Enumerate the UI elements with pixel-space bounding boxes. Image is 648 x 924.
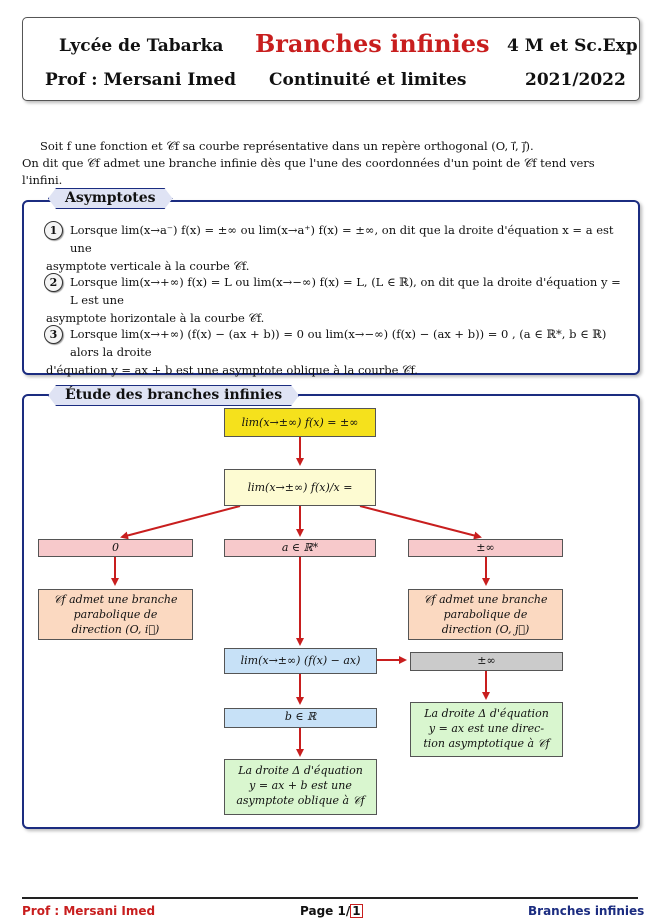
node-line: y = ax + b est une — [249, 779, 352, 792]
item-number-badge: 2 — [44, 273, 63, 292]
item-line-1: Lorsque lim(x→+∞) (f(x) − (ax + b)) = 0 … — [70, 327, 607, 359]
footer-teacher: Prof : Mersani Imed — [22, 904, 156, 918]
footer-page: Page 1/1 — [300, 904, 363, 918]
asymptote-item-2: 2 Lorsque lim(x→+∞) f(x) = L ou lim(x→−∞… — [44, 273, 628, 327]
page-label: Page 1/ — [300, 904, 351, 918]
intro-line-2: On dit que 𝒞f admet une branche infinie … — [22, 156, 595, 187]
node-line: y = ax est une direc- — [428, 722, 545, 735]
footer-rule — [22, 897, 638, 899]
footer-topic: Branches infinies — [528, 904, 645, 918]
teacher-name: Prof : Mersani Imed — [45, 70, 237, 90]
asymptotes-heading: Asymptotes — [48, 188, 173, 209]
node-branche-j: 𝒞f admet une branche parabolique de dire… — [408, 589, 563, 640]
intro-paragraph: Soit f une fonction et 𝒞f sa courbe repr… — [22, 138, 632, 189]
node-limit-f: lim(x→±∞) f(x) = ±∞ — [224, 408, 376, 437]
asymptotes-box — [22, 200, 640, 375]
chapter-name: Continuité et limites — [269, 70, 467, 90]
node-ratio-real: a ∈ ℝ* — [224, 539, 376, 557]
item-line-1: Lorsque lim(x→+∞) f(x) = L ou lim(x→−∞) … — [70, 275, 621, 307]
node-limit-ratio: lim(x→±∞) f(x)/x = — [224, 469, 376, 506]
node-line: asymptote oblique à 𝒞f — [236, 794, 365, 807]
intro-line-1: Soit f une fonction et 𝒞f sa courbe repr… — [40, 139, 534, 153]
header-box: Lycée de Tabarka Branches infinies 4 M e… — [22, 17, 640, 101]
item-line-2: asymptote horizontale à la courbe 𝒞f. — [46, 311, 265, 325]
node-line: parabolique de — [73, 608, 158, 621]
item-line-2: d'équation y = ax + b est une asymptote … — [46, 363, 418, 377]
arrow-n2-n3c — [359, 505, 482, 540]
node-asymptote-oblique: La droite Δ d'équation y = ax + b est un… — [224, 759, 377, 815]
node-line: La droite Δ d'équation — [424, 707, 549, 720]
node-direction-asymptotique: La droite Δ d'équation y = ax est une di… — [410, 702, 563, 757]
node-ratio-zero: 0 — [38, 539, 193, 557]
class-levels: 4 M et Sc.Exp — [507, 36, 638, 56]
node-b-real: b ∈ ℝ — [224, 708, 377, 728]
item-line-2: asymptote verticale à la courbe 𝒞f. — [46, 259, 250, 273]
node-branche-i: 𝒞f admet une branche parabolique de dire… — [38, 589, 193, 640]
document-title: Branches infinies — [255, 29, 490, 58]
node-line: direction (O, i⃗) — [71, 623, 160, 636]
node-line: 𝒞f admet une branche — [53, 593, 178, 606]
node-line: 𝒞f admet une branche — [423, 593, 548, 606]
node-line: direction (O, j⃗) — [441, 623, 530, 636]
item-number-badge: 3 — [44, 325, 63, 344]
item-line-1: Lorsque lim(x→a⁻) f(x) = ±∞ ou lim(x→a⁺)… — [70, 223, 614, 255]
node-limit-f-minus-ax: lim(x→±∞) (f(x) − ax) — [224, 648, 377, 674]
school-name: Lycée de Tabarka — [59, 36, 224, 56]
page-current[interactable]: 1 — [350, 904, 363, 918]
etude-heading: Étude des branches infinies — [48, 385, 299, 406]
node-line: La droite Δ d'équation — [238, 764, 363, 777]
node-line: parabolique de — [443, 608, 528, 621]
asymptote-item-3: 3 Lorsque lim(x→+∞) (f(x) − (ax + b)) = … — [44, 325, 628, 379]
node-ratio-infinite: ±∞ — [408, 539, 563, 557]
asymptote-item-1: 1 Lorsque lim(x→a⁻) f(x) = ±∞ ou lim(x→a… — [44, 221, 628, 275]
node-limit-infinite: ±∞ — [410, 652, 563, 671]
item-number-badge: 1 — [44, 221, 63, 240]
school-year: 2021/2022 — [525, 70, 626, 90]
node-line: tion asymptotique à 𝒞f — [423, 737, 550, 750]
arrow-n2-n3a — [120, 505, 241, 540]
